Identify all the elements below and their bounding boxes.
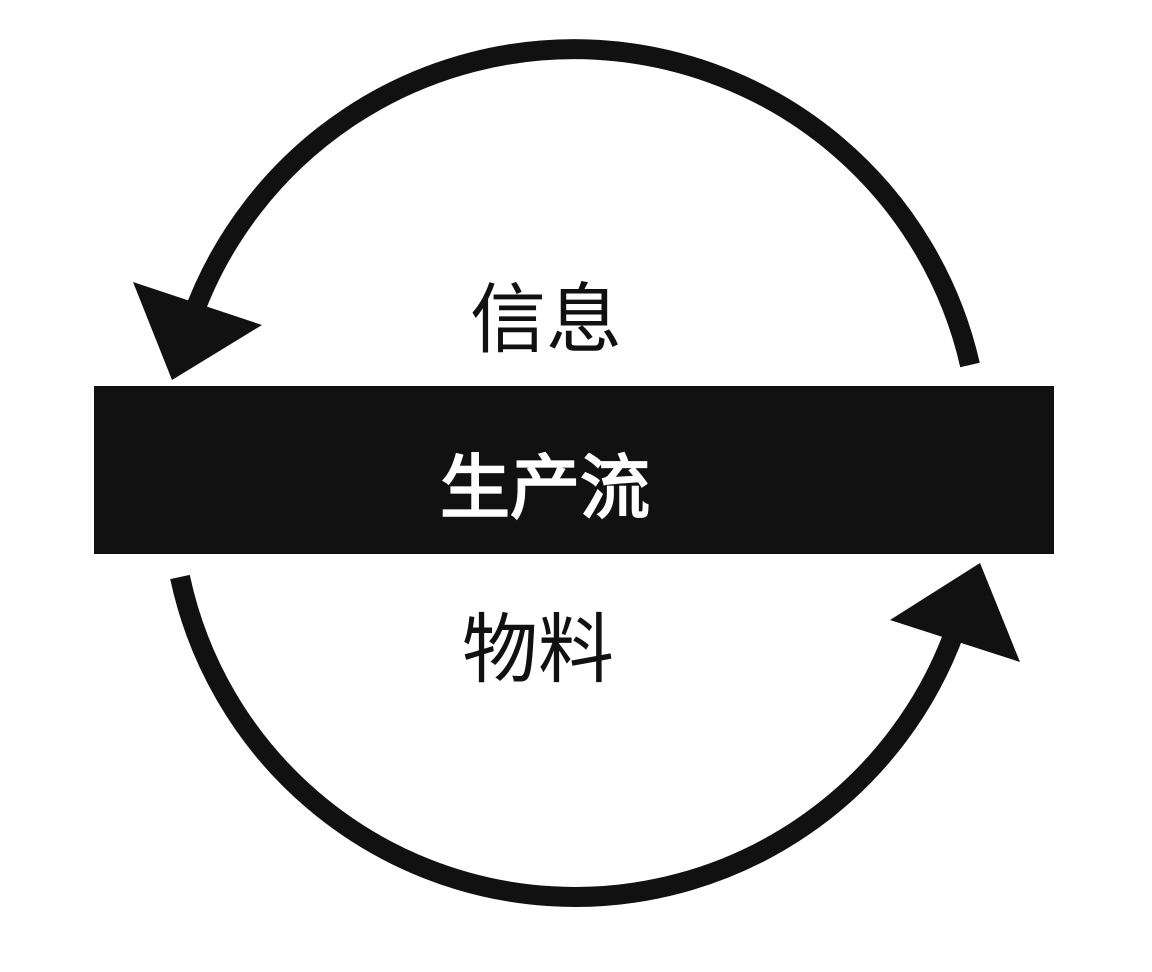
bottom-label: 物料 <box>462 605 614 694</box>
material-flow-arc <box>170 574 968 907</box>
center-label: 生产流 <box>440 447 650 529</box>
top-label: 信息 <box>470 275 622 364</box>
production-flow-bar <box>94 386 1054 554</box>
information-arrowhead-icon <box>133 282 262 380</box>
material-arrowhead-icon <box>890 563 1020 662</box>
information-flow-arc <box>182 39 980 368</box>
